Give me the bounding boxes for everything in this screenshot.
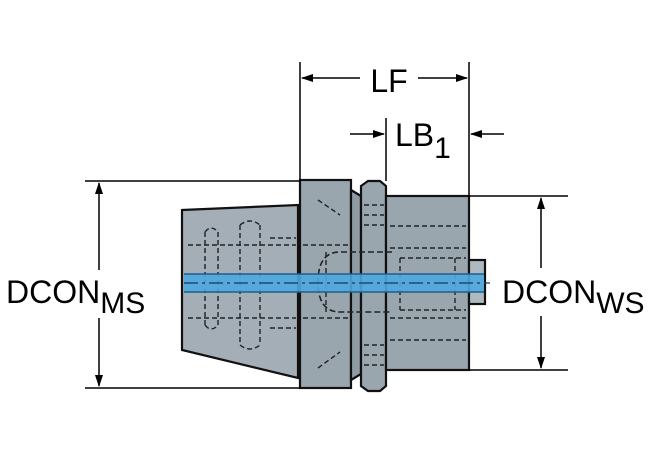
lf-label: LF	[370, 63, 407, 99]
dcon-ws-label: DCONWS	[502, 274, 645, 320]
dcon-ws-label-main: DCON	[502, 274, 596, 310]
dcon-ms-label-main: DCON	[6, 274, 100, 310]
coolant-channel	[184, 273, 490, 293]
dcon-ws-label-subscript: WS	[596, 287, 644, 320]
dimension-lines	[85, 62, 568, 389]
lb1-label-main: LB	[395, 117, 434, 153]
dcon-ms-label: DCONMS	[6, 274, 145, 320]
lb1-label-subscript: 1	[434, 132, 451, 165]
dcon-ms-label-subscript: MS	[100, 287, 145, 320]
lb1-label: LB1	[395, 117, 451, 165]
